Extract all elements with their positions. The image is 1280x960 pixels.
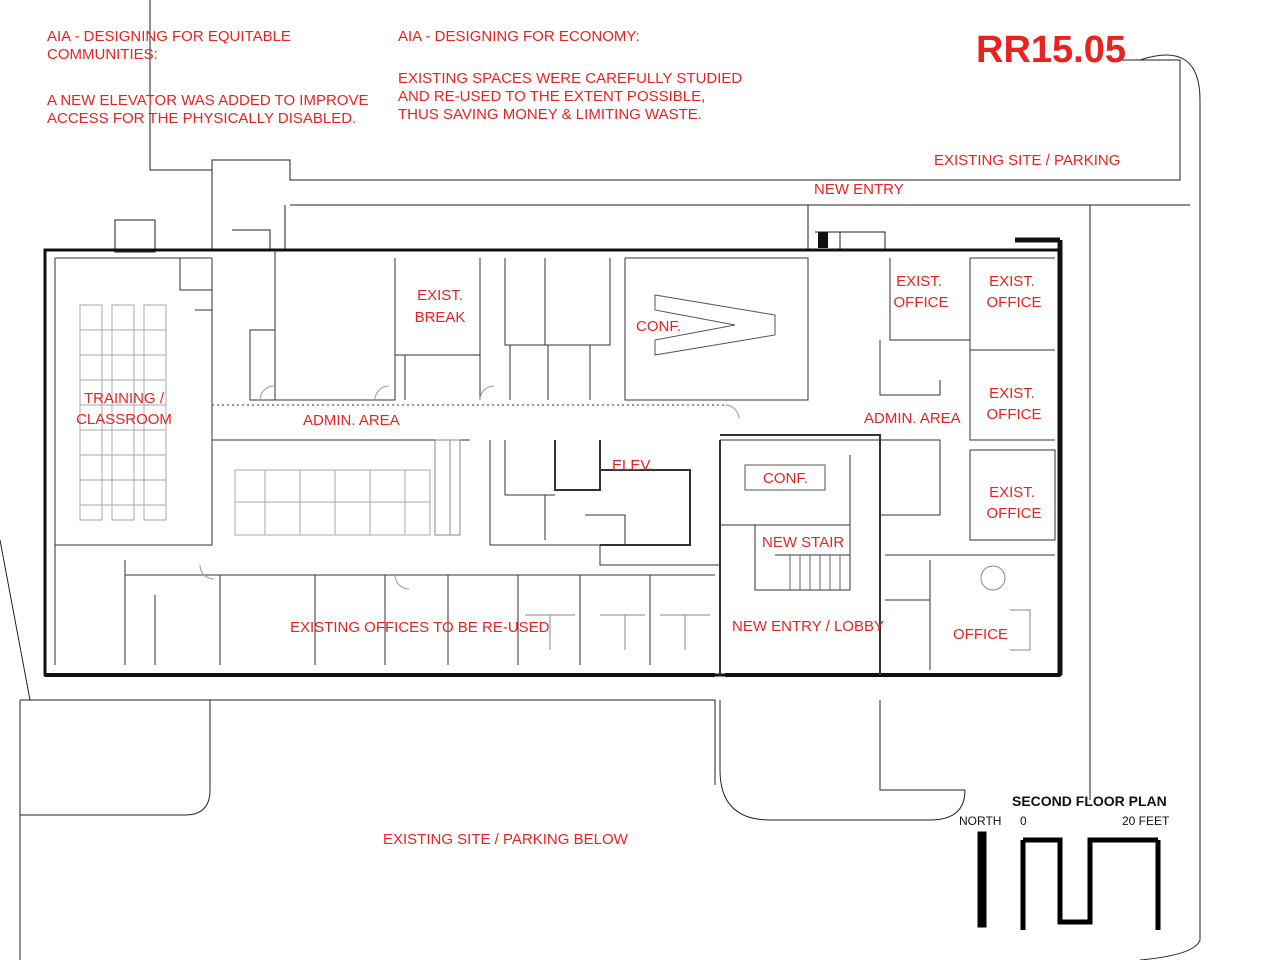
label-exist-office-1a: EXIST. (896, 273, 942, 290)
east-office-desk (1010, 609, 1031, 651)
south-office-partitions (219, 575, 651, 665)
scale-feet: 20 FEET (1122, 814, 1170, 828)
door-swing-1 (259, 385, 275, 401)
label-training-2: CLASSROOM (76, 411, 172, 428)
east-reception (879, 340, 941, 396)
site-curb-right (1139, 54, 1201, 960)
east-wall-thick (1015, 237, 1063, 675)
label-exist-office-3b: OFFICE (986, 406, 1042, 423)
lobby-walls (719, 434, 881, 675)
conf-room-walls (625, 257, 809, 400)
north-room-walls (274, 250, 809, 401)
door-swing-6 (394, 574, 410, 590)
label-new-stair: NEW STAIR (762, 534, 845, 551)
open-office-dividers (235, 470, 430, 535)
label-site-parking-below: EXISTING SITE / PARKING BELOW (383, 831, 628, 848)
label-exist-office-2a: EXIST. (989, 273, 1035, 290)
note-economy-body: EXISTING SPACES WERE CAREFULLY STUDIED A… (398, 70, 743, 123)
scale-zero: 0 (1020, 814, 1027, 828)
site-boundary-north (149, 0, 1181, 181)
label-exist-office-4b: OFFICE (986, 505, 1042, 522)
site-curb-southwest (20, 700, 211, 816)
door-swing-5 (199, 564, 215, 580)
mech-box (114, 219, 156, 253)
door-swing-4 (724, 404, 740, 420)
desk-row-2 (111, 304, 135, 521)
site-curb-east (879, 700, 965, 791)
desk-row-1 (79, 304, 103, 521)
label-lobby: NEW ENTRY / LOBBY (732, 618, 884, 635)
training-stub (179, 258, 212, 311)
label-conf-small: CONF. (763, 470, 808, 487)
label-admin-area-east: ADMIN. AREA (864, 410, 961, 427)
label-office: OFFICE (953, 626, 1008, 643)
door-swing-3 (479, 385, 495, 401)
entry-canopy (815, 231, 886, 250)
label-admin-area-west: ADMIN. AREA (303, 412, 400, 429)
plan-title: SECOND FLOOR PLAN (1012, 793, 1167, 809)
open-office-cluster (234, 469, 431, 536)
site-left-edge (0, 539, 31, 701)
label-training-1: TRAINING / (83, 390, 165, 407)
site-boundary-south (20, 699, 716, 785)
corridor-south-offices (124, 560, 715, 665)
small-offices-core (600, 469, 691, 546)
desk-row-3 (143, 304, 167, 521)
note-economy-heading: AIA - DESIGNING FOR ECONOMY: (398, 28, 640, 45)
label-exist-break-1: EXIST. (417, 287, 463, 304)
note-equitable-heading: AIA - DESIGNING FOR EQUITABLE COMMUNITIE… (47, 28, 291, 63)
elevator-shaft (554, 440, 601, 491)
conf-small-table (744, 464, 826, 491)
east-admin-walls (880, 439, 1055, 670)
scale-north: NORTH (959, 814, 1002, 828)
label-exist-office-3a: EXIST. (989, 385, 1035, 402)
toilet-rooms (504, 258, 611, 400)
note-equitable-body: A NEW ELEVATOR WAS ADDED TO IMPROVE ACCE… (47, 92, 369, 127)
core-office-2 (585, 514, 626, 545)
round-table (980, 565, 1006, 591)
desk-dividers (80, 329, 166, 506)
file-cabinets (434, 439, 461, 536)
core-walls (489, 440, 721, 566)
scale-bar (1020, 837, 1161, 930)
entry-vestibule-west (211, 170, 271, 250)
label-site-parking: EXISTING SITE / PARKING (934, 152, 1121, 169)
north-wall-stub (284, 205, 809, 250)
new-stair (754, 525, 851, 591)
label-exist-office-1b: OFFICE (893, 294, 949, 311)
label-existing-offices: EXISTING OFFICES TO BE RE-USED (290, 619, 550, 636)
label-conf-main: CONF. (636, 318, 681, 335)
conf-table-v (654, 294, 776, 356)
entry-column (818, 232, 828, 248)
north-arrow-bar (977, 831, 987, 928)
break-room (395, 354, 480, 400)
sheet-code: RR15.05 (976, 29, 1126, 71)
label-new-entry: NEW ENTRY (814, 181, 904, 198)
east-office-walls (889, 257, 1056, 541)
training-walls (54, 257, 213, 665)
door-swing-2 (374, 385, 390, 401)
site-curb-southcenter (719, 700, 966, 821)
label-elev: ELEV. (612, 457, 654, 474)
label-exist-office-4a: EXIST. (989, 484, 1035, 501)
stair-west (249, 329, 276, 401)
south-office-furniture (525, 614, 710, 650)
stair-treads (789, 555, 841, 590)
building-shell (43, 248, 1062, 677)
label-exist-break-2: BREAK (414, 309, 466, 326)
restroom-core (504, 440, 555, 540)
label-exist-office-2b: OFFICE (986, 294, 1042, 311)
